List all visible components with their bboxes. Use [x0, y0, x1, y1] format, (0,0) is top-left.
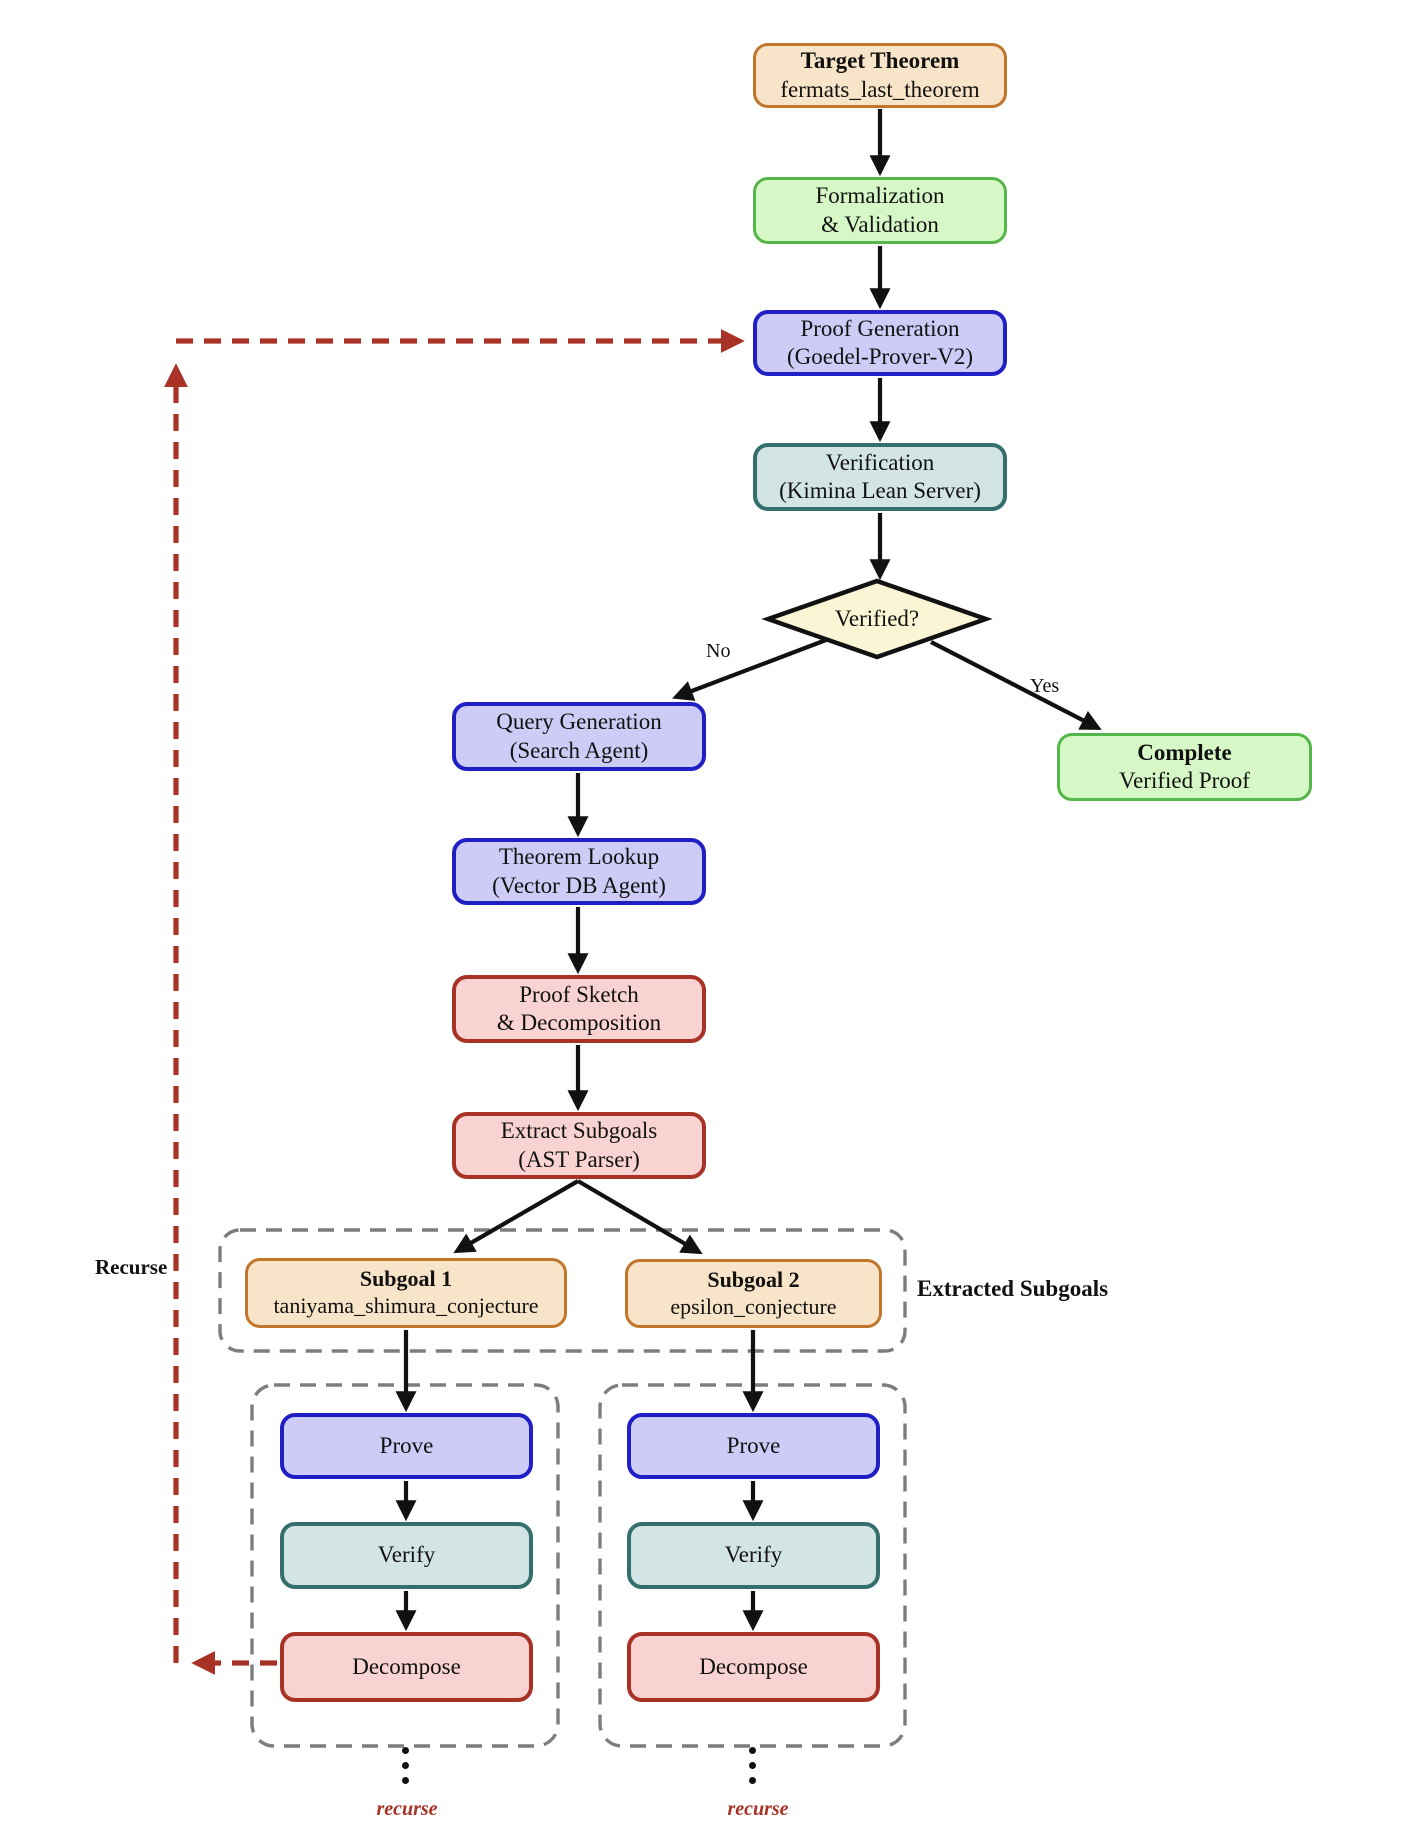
- node-verify-1: Verify: [280, 1522, 533, 1589]
- node-decompose-1: Decompose: [280, 1632, 533, 1702]
- node-theorem-lookup: Theorem Lookup (Vector DB Agent): [452, 838, 706, 905]
- node-subtitle: taniyama_shimura_conjecture: [273, 1293, 539, 1318]
- node-line1: Theorem Lookup: [498, 844, 660, 870]
- node-line2: (Goedel-Prover-V2): [786, 344, 974, 369]
- node-line1: Proof Generation: [800, 315, 960, 341]
- recurse-note-1: recurse: [376, 1798, 438, 1820]
- node-line2: (AST Parser): [518, 1146, 640, 1172]
- node-line2: & Decomposition: [496, 1010, 662, 1035]
- node-line2: (Kimina Lean Server): [779, 478, 981, 503]
- vertical-ellipsis-icon: [749, 1747, 756, 1784]
- arrow-decision-no: [672, 638, 827, 701]
- recurse-loop-label: Recurse: [95, 1255, 168, 1279]
- node-title: Complete: [1137, 739, 1232, 765]
- node-line2: & Validation: [821, 211, 939, 237]
- node-prove-2: Prove: [627, 1413, 880, 1479]
- edge-label-yes: Yes: [1030, 675, 1060, 697]
- node-query-generation: Query Generation (Search Agent): [452, 702, 706, 771]
- recurse-note-2: recurse: [727, 1798, 789, 1820]
- node-verification: Verification (Kimina Lean Server): [753, 443, 1007, 511]
- decision-label: Verified?: [834, 606, 920, 631]
- node-line2: (Vector DB Agent): [492, 872, 666, 898]
- node-title: Target Theorem: [800, 48, 960, 74]
- vertical-ellipsis-icon: [402, 1747, 409, 1784]
- arrow-decision-yes: [930, 640, 1102, 730]
- node-formalization: Formalization & Validation: [753, 177, 1007, 244]
- node-line1: Proof Sketch: [519, 981, 639, 1007]
- node-extract-subgoals: Extract Subgoals (AST Parser): [452, 1112, 706, 1179]
- node-line1: Verification: [825, 449, 935, 475]
- node-subgoal-2: Subgoal 2 epsilon_conjecture: [625, 1259, 882, 1328]
- edge-label-no: No: [706, 640, 731, 662]
- node-decompose-2: Decompose: [627, 1632, 880, 1702]
- node-subtitle: epsilon_conjecture: [670, 1293, 837, 1319]
- extracted-subgoals-container: [218, 1228, 907, 1353]
- extracted-subgoals-label: Extracted Subgoals: [917, 1276, 1109, 1301]
- node-subtitle: Verified Proof: [1119, 768, 1250, 793]
- node-line1: Formalization: [815, 183, 945, 209]
- node-title: Subgoal 2: [707, 1266, 800, 1292]
- node-prove-1: Prove: [280, 1413, 533, 1479]
- arrow-extract-to-subgoal1: [453, 1179, 580, 1254]
- node-verify-2: Verify: [627, 1522, 880, 1589]
- node-title: Subgoal 1: [359, 1266, 453, 1292]
- node-subtitle: fermats_last_theorem: [780, 76, 980, 102]
- node-line1: Query Generation: [496, 709, 662, 735]
- node-subgoal-1: Subgoal 1 taniyama_shimura_conjecture: [245, 1258, 567, 1328]
- node-line2: (Search Agent): [509, 737, 649, 763]
- node-target-theorem: Target Theorem fermats_last_theorem: [753, 43, 1007, 108]
- node-complete: Complete Verified Proof: [1057, 733, 1312, 801]
- node-proof-generation: Proof Generation (Goedel-Prover-V2): [753, 310, 1007, 376]
- node-line1: Extract Subgoals: [500, 1118, 658, 1144]
- decision-diamond: [761, 578, 993, 660]
- node-proof-sketch: Proof Sketch & Decomposition: [452, 975, 706, 1043]
- arrow-extract-to-subgoal2: [576, 1179, 703, 1255]
